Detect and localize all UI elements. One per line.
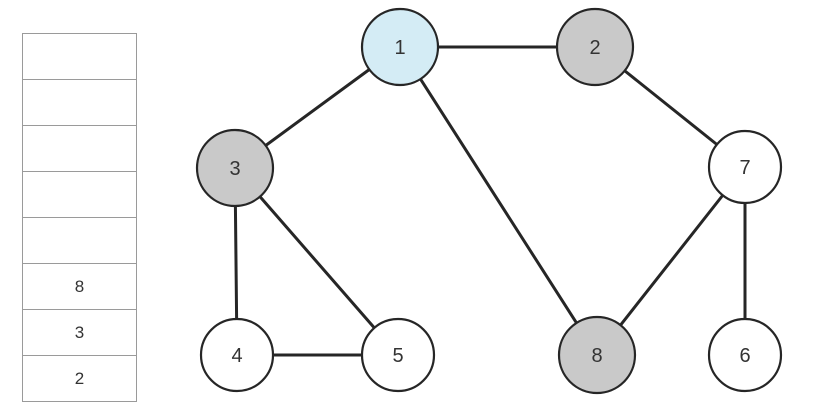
node-label: 7 (739, 157, 750, 179)
stack-cell (22, 171, 137, 218)
node-label: 6 (739, 345, 750, 367)
graph-node-6[interactable]: 6 (707, 317, 783, 393)
graph-edge (418, 76, 579, 326)
node-circle[interactable] (707, 317, 783, 393)
graph-node-3[interactable]: 3 (195, 128, 275, 208)
node-label: 3 (229, 158, 240, 180)
node-label: 5 (392, 345, 403, 367)
stack-cell (22, 79, 137, 126)
node-circle[interactable] (707, 129, 783, 205)
graph-edge (257, 194, 377, 331)
stack-cell: 2 (22, 355, 137, 402)
node-label: 8 (591, 345, 602, 367)
node-layer: 1 2 3 7 4 5 8 6 (195, 7, 783, 395)
graph-node-4[interactable]: 4 (199, 317, 275, 393)
edge-layer (233, 45, 747, 357)
graph-node-1[interactable]: 1 (360, 7, 440, 87)
graph-node-7[interactable]: 7 (707, 129, 783, 205)
stack-cell (22, 33, 137, 80)
node-circle[interactable] (555, 7, 635, 87)
node-circle[interactable] (360, 7, 440, 87)
node-label: 4 (231, 345, 242, 367)
node-circle[interactable] (195, 128, 275, 208)
graph-edge (618, 193, 725, 328)
node-label: 2 (589, 37, 600, 59)
node-circle[interactable] (557, 315, 637, 395)
graph-node-2[interactable]: 2 (555, 7, 635, 87)
graph-node-8[interactable]: 8 (557, 315, 637, 395)
graph-edge (263, 67, 372, 148)
node-circle[interactable] (199, 317, 275, 393)
graph-node-5[interactable]: 5 (360, 317, 436, 393)
node-label: 1 (394, 37, 405, 59)
node-circle[interactable] (360, 317, 436, 393)
graph-edge (233, 203, 239, 322)
stack-cell: 8 (22, 263, 137, 310)
graph-edge (622, 68, 720, 147)
